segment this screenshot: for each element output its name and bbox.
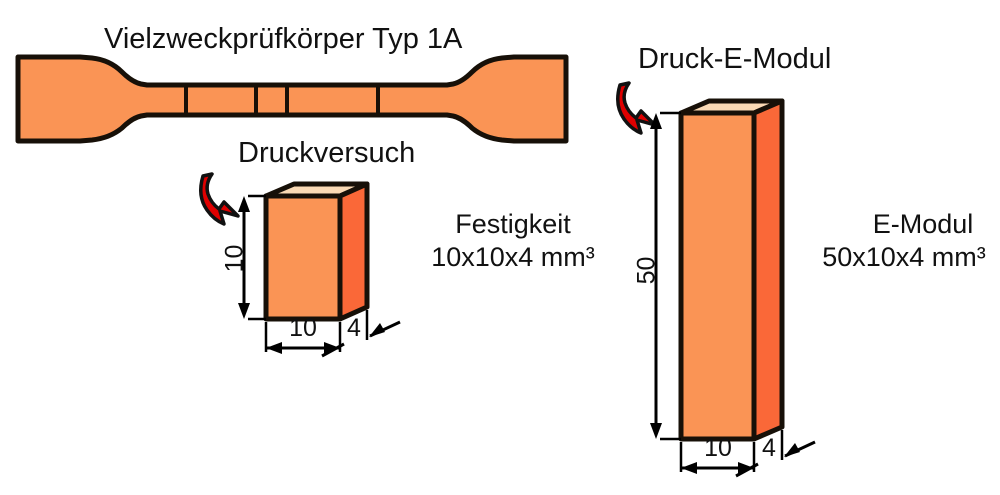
compression-test-caption-line1: Festigkeit [455, 209, 571, 239]
cube-small-side-face [337, 181, 370, 322]
cube-small-front-face [263, 193, 343, 322]
compression-test-caption-line2: 10x10x4 mm³ [431, 242, 595, 272]
compression-test-title: Druckversuch [238, 137, 416, 169]
dimension-width-10-tall [679, 442, 759, 478]
tensile-specimen-group [15, 54, 569, 144]
dimension-depth-4-small [365, 310, 401, 340]
dimension-label-height-small: 10 [220, 244, 249, 273]
compression-specimen-group [199, 172, 401, 358]
dimension-width-10-small [264, 322, 345, 358]
compression-modulus-caption-line2: 50x10x4 mm³ [822, 242, 986, 272]
cube-tall-front-face [678, 110, 757, 442]
dimension-label-width-small: 10 [289, 314, 317, 342]
dimension-height-10-small [238, 194, 266, 321]
dogbone-body [15, 54, 569, 144]
compression-modulus-title: Druck-E-Modul [638, 43, 832, 75]
modulus-specimen-group [616, 81, 816, 478]
compression-modulus-caption-line1: E-Modul [872, 209, 974, 239]
cube-tall-side-face [751, 98, 785, 442]
compression-load-arrow-icon [199, 172, 240, 226]
dimension-label-depth-tall: 4 [762, 434, 776, 462]
dimension-height-50-tall [650, 111, 681, 441]
modulus-load-arrow-icon [616, 81, 657, 135]
dimension-label-height-tall: 50 [632, 256, 661, 285]
dimension-label-width-tall: 10 [704, 434, 732, 462]
dimension-depth-4-tall [780, 430, 816, 460]
tensile-specimen-title: Vielzweckprüfkörper Typ 1A [104, 23, 463, 55]
dimension-label-depth-small: 4 [347, 314, 361, 342]
